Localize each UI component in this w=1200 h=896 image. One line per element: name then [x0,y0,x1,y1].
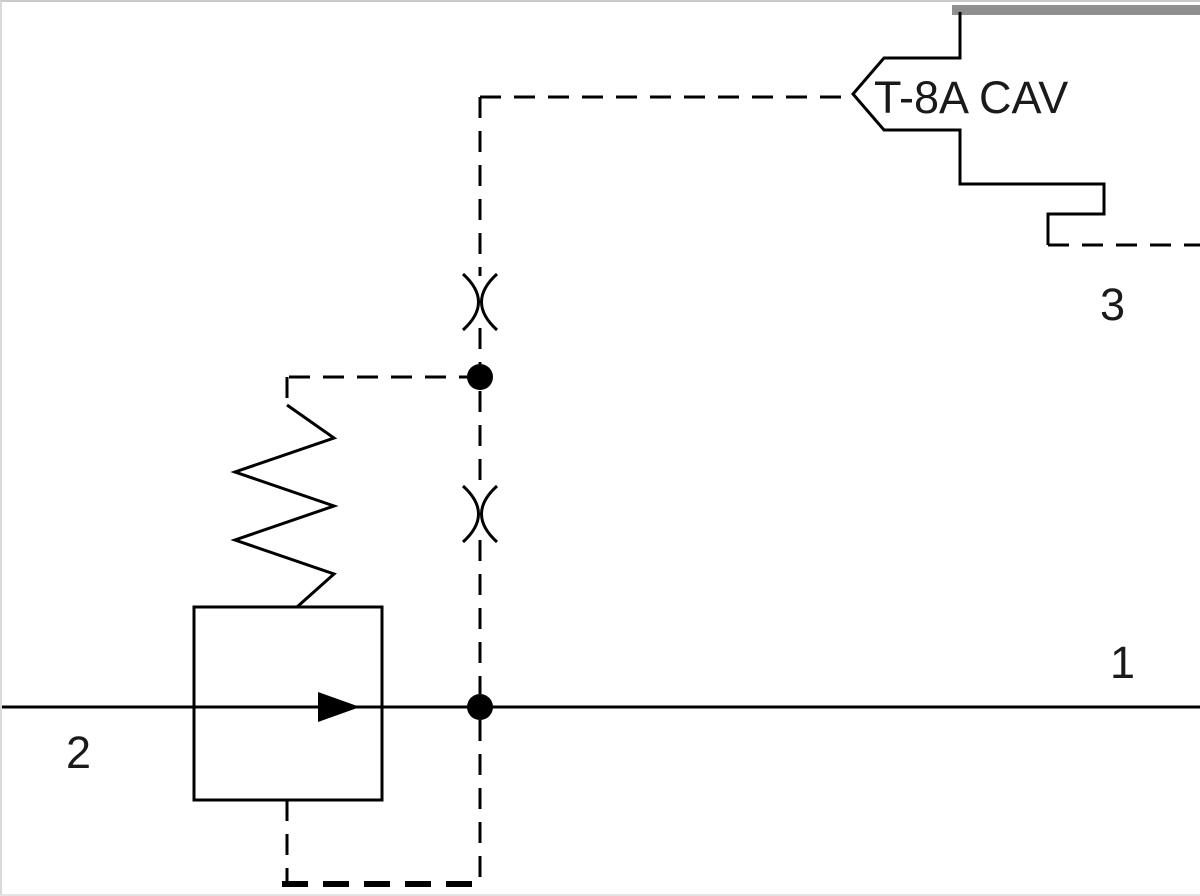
orifice-lower-left-arc [461,484,480,544]
valve-body [192,605,384,802]
cavity-step-outline [851,12,1106,245]
spring-icon [230,403,339,609]
orifice-upper-right-arc [480,272,499,332]
port-3-label: 3 [1100,279,1125,330]
port-2-label: 2 [66,727,91,778]
orifice-upper-icon [461,272,499,332]
flow-arrow-icon [318,692,360,722]
junction-dot-lower [467,694,493,720]
junction-dot-upper [467,364,493,390]
port-1-label: 1 [1110,637,1135,688]
orifice-lower-right-arc [480,484,499,544]
orifice-upper-left-arc [461,272,480,332]
cavity-label: T-8A CAV [874,72,1068,123]
orifice-lower-icon [461,484,499,544]
